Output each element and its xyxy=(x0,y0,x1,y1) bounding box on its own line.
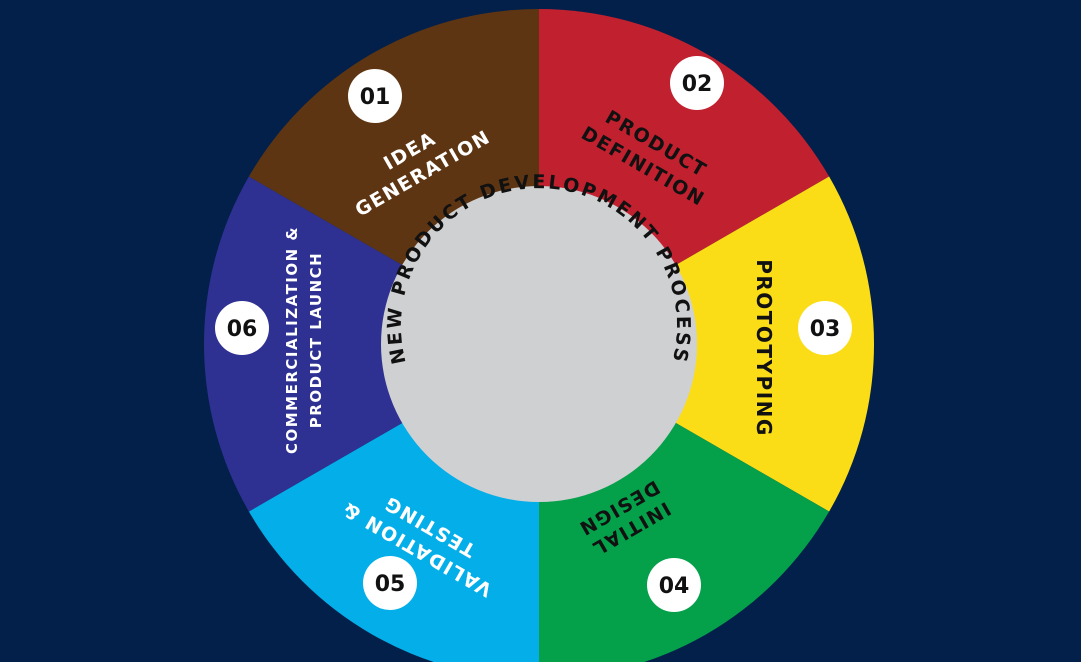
step-01-badge xyxy=(348,69,402,123)
center-disc xyxy=(381,186,697,502)
step-06-label-line1: COMMERCIALIZATION & xyxy=(283,226,301,454)
step-03-badge xyxy=(798,301,852,355)
step-03: 03 PROTOTYPING xyxy=(752,259,852,437)
segment-product-definition xyxy=(539,176,875,512)
step-06-number: 06 xyxy=(227,317,258,342)
step-06-badge xyxy=(215,301,269,355)
step-05-number: 05 xyxy=(375,572,406,597)
step-02-badge xyxy=(670,56,724,110)
step-01-number: 01 xyxy=(360,85,391,110)
step-06: 06 COMMERCIALIZATION & PRODUCT LAUNCH xyxy=(215,226,325,454)
step-03-number: 03 xyxy=(810,317,841,342)
step-04-badge xyxy=(647,558,701,612)
step-03-label-line1: PROTOTYPING xyxy=(752,259,776,437)
step-02-number: 02 xyxy=(682,72,713,97)
step-04-number: 04 xyxy=(659,574,690,599)
segment-validation-testing xyxy=(203,176,539,512)
step-06-label-line2: PRODUCT LAUNCH xyxy=(307,252,325,428)
step-05-badge xyxy=(363,556,417,610)
